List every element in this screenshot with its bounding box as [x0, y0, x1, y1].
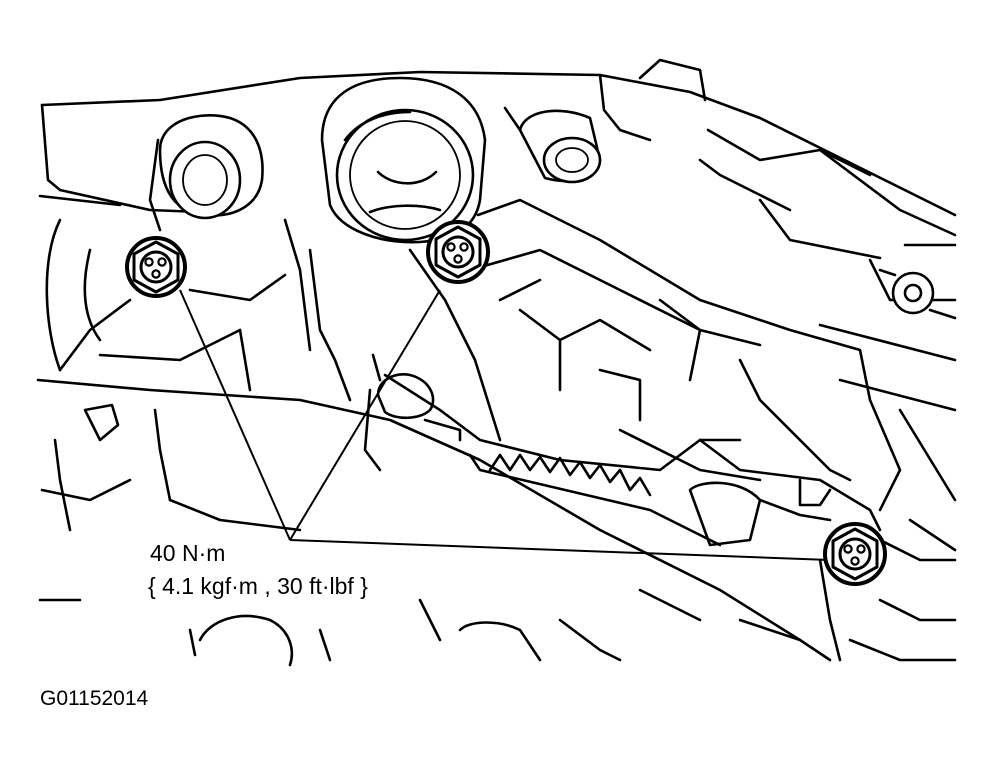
bolt-lower-right — [823, 522, 887, 586]
top-pipe — [503, 106, 602, 184]
lower-right-structure — [688, 478, 957, 662]
center-cylinder — [320, 76, 487, 244]
leader-lines — [179, 289, 831, 561]
figure-id: G01152014 — [40, 687, 149, 710]
background-structure — [38, 58, 957, 552]
left-boss — [148, 114, 264, 232]
mount-bracket — [363, 198, 902, 547]
torque-value: 40 N·m — [150, 540, 226, 566]
bolt-upper-center — [426, 220, 490, 284]
torque-conversion: { 4.1 kgf·m , 30 ft·lbf } — [148, 573, 368, 599]
lower-structure — [36, 218, 832, 667]
bolt-upper-left — [125, 236, 187, 298]
